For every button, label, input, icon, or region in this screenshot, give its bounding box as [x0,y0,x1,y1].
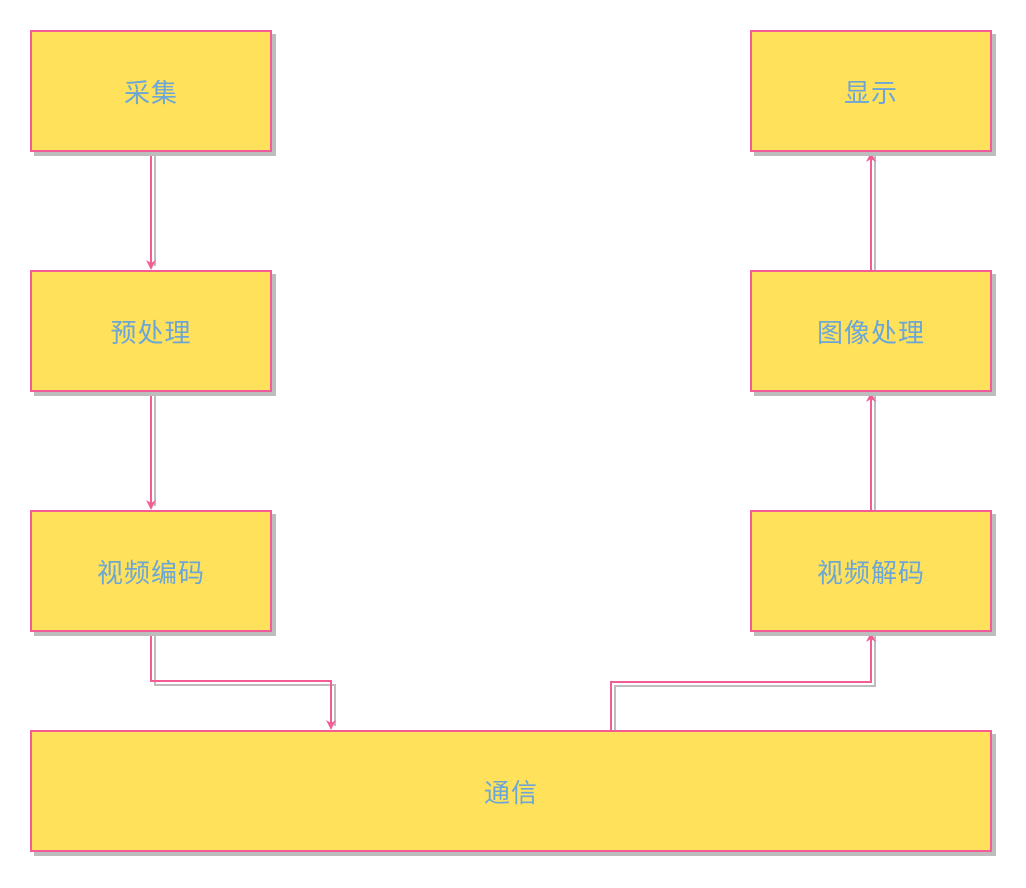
node-video-decode: 视频解码 [750,510,992,632]
node-preprocess: 预处理 [30,270,272,392]
edge-encode-to-communication [150,632,336,730]
node-video-decode-label: 视频解码 [816,558,925,589]
edge-communication-to-decode [610,632,876,730]
node-image-process: 图像处理 [750,270,992,392]
edge-image-process-to-display [866,152,876,270]
node-capture: 采集 [30,30,272,152]
node-image-process-label: 图像处理 [816,318,925,349]
edge-preprocess-to-encode [146,392,156,510]
node-video-encode-label: 视频编码 [96,558,205,589]
node-preprocess-label: 预处理 [110,318,192,349]
node-display-label: 显示 [843,78,898,109]
edge-capture-to-preprocess [146,152,156,270]
node-video-encode: 视频编码 [30,510,272,632]
node-capture-label: 采集 [123,78,178,109]
node-display: 显示 [750,30,992,152]
node-communication: 通信 [30,730,992,852]
node-communication-label: 通信 [483,778,538,809]
edge-decode-to-image-process [866,392,876,510]
